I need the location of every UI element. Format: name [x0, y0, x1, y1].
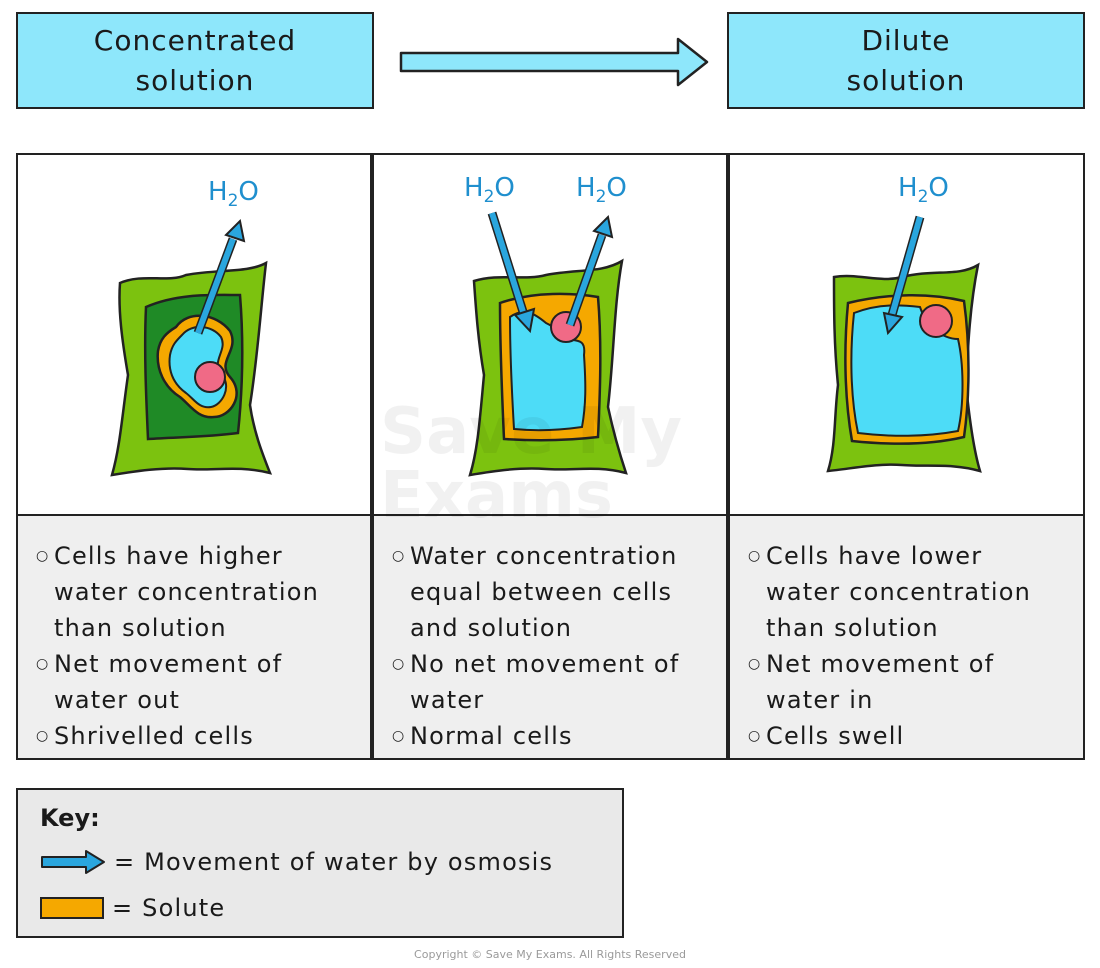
- dilute-label-line2: solution: [846, 63, 966, 97]
- copyright-text: Copyright © Save My Exams. All Rights Re…: [414, 948, 686, 961]
- concentrated-solution-box: Concentrated solution: [16, 12, 374, 109]
- key-row-arrow: = Movement of water by osmosis: [40, 848, 553, 876]
- list-item: ○Cells swell: [748, 722, 905, 750]
- water-out-arrow-icon: [565, 214, 614, 327]
- osmosis-panels: H2O ○Cells have higher water concentrati…: [16, 153, 1085, 760]
- key-arrow-label: = Movement of water by osmosis: [114, 848, 554, 876]
- normal-cell-illustration: H2O H2O: [374, 155, 726, 514]
- panel-2-description: ○Water concentration equal between cells…: [374, 514, 726, 758]
- list-item: ○Water concentration equal between cells…: [392, 542, 678, 642]
- list-item: ○Net movement of water in: [748, 650, 995, 714]
- key-legend: Key: = Movement of water by osmosis = So…: [16, 788, 624, 938]
- list-item: ○Cells have higher water concentration t…: [36, 542, 320, 642]
- h2o-label: H2O: [464, 173, 515, 208]
- h2o-label: H2O: [208, 177, 259, 212]
- solute-swatch: [40, 897, 104, 919]
- key-title: Key:: [40, 804, 100, 832]
- list-item: ○Net movement of water out: [36, 650, 283, 714]
- panel-1-description: ○Cells have higher water concentration t…: [18, 514, 370, 758]
- list-item: ○Cells have lower water concentration th…: [748, 542, 1032, 642]
- concentrated-label-line1: Concentrated: [93, 23, 297, 57]
- gradient-arrow-icon: [399, 37, 709, 87]
- list-item: ○No net movement of water: [392, 650, 680, 714]
- vacuole: [850, 304, 964, 437]
- water-out-arrow-icon: [193, 218, 246, 335]
- panel-equal: H2O H2O ○Water concentration equal betwe…: [372, 153, 728, 760]
- nucleus: [194, 361, 226, 393]
- key-solute-label: = Solute: [112, 894, 226, 922]
- list-item: ○Shrivelled cells: [36, 722, 254, 750]
- water-movement-arrow-icon: [41, 850, 105, 874]
- dilute-label-line1: Dilute: [861, 23, 951, 57]
- shrivelled-cell-illustration: H2O: [18, 155, 370, 514]
- nucleus: [919, 304, 953, 338]
- panel-3-description: ○Cells have lower water concentration th…: [730, 514, 1083, 758]
- concentrated-label-line2: solution: [135, 63, 255, 97]
- swollen-cell-illustration: H2O: [730, 155, 1083, 514]
- h2o-label: H2O: [898, 173, 949, 208]
- panel-dilute: H2O ○Cells have lower water concentratio…: [728, 153, 1085, 760]
- water-in-arrow-icon: [487, 211, 536, 334]
- water-in-arrow-icon: [882, 215, 925, 336]
- h2o-label: H2O: [576, 173, 627, 208]
- key-row-solute: = Solute: [40, 894, 225, 922]
- dilute-solution-box: Dilute solution: [727, 12, 1085, 109]
- panel-concentrated: H2O ○Cells have higher water concentrati…: [16, 153, 372, 760]
- list-item: ○Normal cells: [392, 722, 573, 750]
